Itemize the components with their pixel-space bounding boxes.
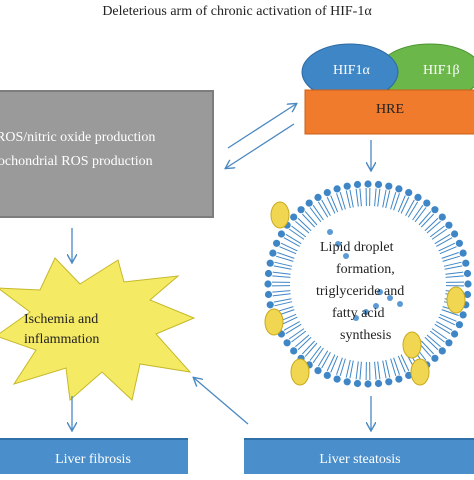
phospholipid-head (464, 270, 471, 277)
phospholipid-head (445, 222, 452, 229)
phospholipid-head (395, 376, 402, 383)
phospholipid-head (385, 378, 392, 385)
phospholipid-head (460, 250, 467, 257)
phospholipid-head (375, 181, 382, 188)
phospholipid-head (269, 250, 276, 257)
lipid-line-2: formation, (336, 262, 395, 278)
lipid-line-3: triglyceride and (316, 284, 404, 300)
phospholipid-head (364, 180, 371, 187)
phospholipid-head (464, 280, 471, 287)
phospholipid-head (431, 355, 438, 362)
membrane-protein (271, 202, 289, 228)
liver-fibrosis-box: Liver fibrosis (0, 438, 188, 474)
phospholipid-head (460, 311, 467, 318)
ischemia-line-1: Ischemia and (24, 312, 98, 328)
phospholipid-head (344, 378, 351, 385)
phospholipid-head (314, 367, 321, 374)
phospholipid-head (344, 183, 351, 190)
phospholipid-head (364, 380, 371, 387)
phospholipid-head (265, 291, 272, 298)
membrane-protein (403, 332, 421, 358)
phospholipid-head (306, 200, 313, 207)
phospholipid-head (267, 301, 274, 308)
phospholipid-head (385, 183, 392, 190)
phospholipid-head (298, 206, 305, 213)
phospholipid-head (324, 372, 331, 379)
phospholipid-head (273, 240, 280, 247)
phospholipid-head (439, 347, 446, 354)
phospholipid-head (265, 270, 272, 277)
arrow-hre-to-ros (226, 124, 294, 168)
membrane-protein (411, 359, 429, 385)
arrow-steatosis-to-ischemia (194, 378, 248, 424)
phospholipid-head (451, 230, 458, 237)
liver-fibrosis-label: Liver fibrosis (55, 452, 131, 467)
membrane-protein (447, 287, 465, 313)
phospholipid-head (456, 240, 463, 247)
phospholipid-head (290, 347, 297, 354)
phospholipid-head (414, 194, 421, 201)
ischemia-star (0, 258, 194, 400)
arrow-ros-to-hre (228, 104, 296, 148)
phospholipid-head (354, 181, 361, 188)
lipid-line-4: fatty acid (332, 306, 384, 322)
phospholipid-head (375, 380, 382, 387)
phospholipid-head (324, 189, 331, 196)
phospholipid-head (284, 339, 291, 346)
phospholipid-head (314, 194, 321, 201)
fatty-acid-bead (327, 229, 333, 235)
phospholipid-head (334, 376, 341, 383)
phospholipid-head (334, 185, 341, 192)
phospholipid-head (290, 214, 297, 221)
phospholipid-head (405, 189, 412, 196)
phospholipid-head (451, 330, 458, 337)
phospholipid-head (395, 185, 402, 192)
phospholipid-head (264, 280, 271, 287)
phospholipid-head (423, 200, 430, 207)
phospholipid-head (439, 214, 446, 221)
lipid-line-1: Lipid droplet (320, 240, 394, 256)
lipid-line-5: synthesis (340, 328, 391, 344)
phospholipid-head (445, 339, 452, 346)
phospholipid-head (354, 380, 361, 387)
phospholipid-head (278, 230, 285, 237)
fatty-acid-bead (397, 301, 403, 307)
ischemia-line-2: inflammation (24, 332, 99, 348)
phospholipid-head (462, 260, 469, 267)
liver-steatosis-box: Liver steatosis (244, 438, 474, 474)
phospholipid-head (431, 206, 438, 213)
liver-steatosis-label: Liver steatosis (319, 452, 400, 467)
phospholipid-head (267, 260, 274, 267)
membrane-protein (265, 309, 283, 335)
membrane-protein (291, 359, 309, 385)
phospholipid-head (456, 321, 463, 328)
